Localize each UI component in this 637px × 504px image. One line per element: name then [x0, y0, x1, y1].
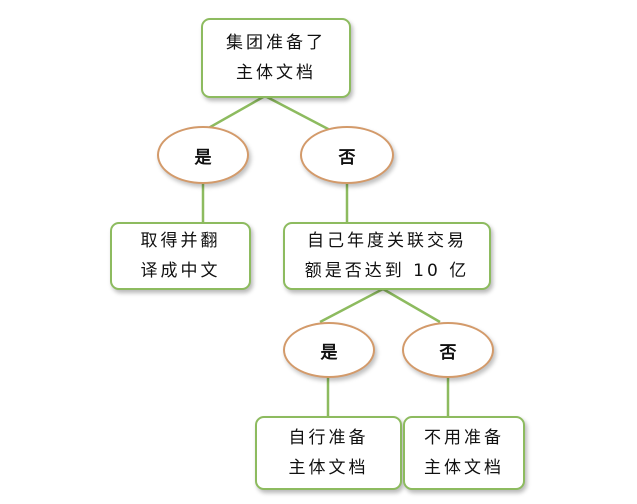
leaf-translate-line1: 取得并翻	[140, 231, 221, 251]
leaf-translate-node: 取得并翻 译成中文	[110, 222, 251, 290]
leaf-translate-line2: 译成中文	[140, 261, 221, 281]
branch-yes-1: 是	[157, 126, 249, 184]
branch-no-2: 否	[402, 322, 494, 378]
root-node-line2: 主体文档	[236, 63, 316, 83]
connector-root-to-yes1	[204, 94, 266, 132]
question-volume-line1: 自己年度关联交易	[307, 231, 467, 251]
leaf-self-prepare-line1: 自行准备	[288, 428, 369, 448]
leaf-no-prepare-line2: 主体文档	[424, 458, 504, 478]
branch-yes-2: 是	[283, 322, 375, 378]
connector-question-to-yes2	[319, 287, 384, 324]
branch-yes-2-label: 是	[320, 342, 338, 363]
leaf-no-prepare-line1: 不用准备	[424, 428, 504, 448]
branch-no-1-label: 否	[338, 147, 356, 168]
leaf-self-prepare-line2: 主体文档	[288, 458, 369, 478]
branch-no-1: 否	[300, 126, 394, 184]
root-node-line1: 集团准备了	[226, 33, 326, 53]
branch-yes-1-label: 是	[194, 147, 212, 168]
leaf-self-prepare-node: 自行准备 主体文档	[255, 416, 402, 490]
root-node: 集团准备了 主体文档	[201, 18, 351, 98]
question-volume-node: 自己年度关联交易 额是否达到 10 亿	[283, 222, 491, 290]
question-volume-line2: 额是否达到 10 亿	[304, 261, 470, 281]
connector-root-to-no1	[264, 94, 331, 132]
leaf-no-prepare-node: 不用准备 主体文档	[403, 416, 525, 490]
branch-no-2-label: 否	[439, 342, 457, 363]
connector-question-to-no2	[382, 287, 441, 324]
